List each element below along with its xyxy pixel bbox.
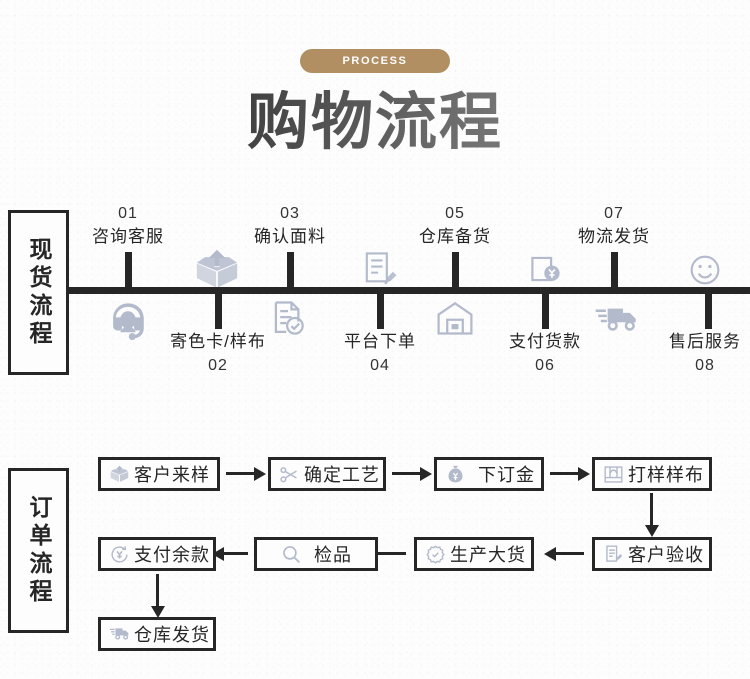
timeline-step-07-label: 物流发货 <box>578 226 650 246</box>
section-label-order-flow-text: 订单流程 <box>26 494 52 607</box>
delivery-truck-icon <box>592 298 642 338</box>
arrow-s6-to-s7 <box>366 546 406 561</box>
timeline-step-03: 03 确认面料 <box>215 203 365 249</box>
order-form-icon <box>358 247 400 293</box>
fabric-swatch-icon <box>602 463 624 485</box>
timeline-step-04-number: 04 <box>370 356 390 374</box>
order-step-customer-acceptance[interactable]: 客户验收 <box>592 537 712 571</box>
order-step-customer-sample[interactable]: 客户来样 <box>98 457 220 491</box>
scissors-icon <box>278 463 300 485</box>
document-pen-icon <box>602 543 624 565</box>
order-step-customer-acceptance-label: 客户验收 <box>628 545 704 565</box>
timeline-step-08: 售后服务 08 <box>630 330 750 376</box>
timeline-tick-04 <box>377 293 384 329</box>
arrow-s5-to-s6 <box>544 546 584 561</box>
timeline-tick-02 <box>215 293 222 329</box>
timeline-step-03-number: 03 <box>280 205 300 222</box>
timeline-step-06: 支付货款 06 <box>470 330 620 376</box>
order-step-pay-balance-label: 支付余款 <box>134 545 210 565</box>
headset-support-icon <box>106 298 150 342</box>
order-step-pay-balance[interactable]: 支付余款 <box>98 537 216 571</box>
section-label-order-flow: 订单流程 <box>8 468 69 633</box>
timeline-step-07: 07 物流发货 <box>539 203 689 249</box>
timeline-step-01: 01 咨询客服 <box>53 203 203 249</box>
open-box-icon <box>192 247 242 291</box>
timeline-step-04-label: 平台下单 <box>344 332 416 351</box>
arrow-s7-to-s8 <box>212 546 248 561</box>
section-label-spot-flow: 现货流程 <box>8 210 69 375</box>
order-step-customer-sample-label: 客户来样 <box>134 465 210 485</box>
arrow-s8-to-s9 <box>150 574 165 618</box>
process-badge: PROCESS <box>300 49 450 73</box>
timeline-step-05-number: 05 <box>445 205 465 222</box>
order-step-mass-production-label: 生产大货 <box>450 545 526 565</box>
page-title: 购物流程 <box>0 90 750 155</box>
smiley-face-icon <box>688 253 722 287</box>
order-step-sample-fabric[interactable]: 打样样布 <box>592 457 712 491</box>
open-box-icon <box>108 463 130 485</box>
timeline-step-02: 寄色卡/样布 02 <box>143 330 293 376</box>
timeline-tick-07 <box>611 252 618 288</box>
order-step-confirm-craft[interactable]: 确定工艺 <box>268 457 386 491</box>
order-step-sample-fabric-label: 打样样布 <box>628 465 704 485</box>
timeline-step-06-label: 支付货款 <box>509 332 581 351</box>
timeline-step-06-number: 06 <box>535 356 555 374</box>
arrow-s2-to-s3 <box>392 466 432 481</box>
timeline-step-02-number: 02 <box>208 356 228 374</box>
money-bag-icon <box>444 463 466 485</box>
timeline-step-08-label: 售后服务 <box>669 332 741 351</box>
timeline-step-07-number: 07 <box>604 205 624 222</box>
timeline-tick-06 <box>542 293 549 329</box>
timeline-step-02-label: 寄色卡/样布 <box>170 332 266 351</box>
order-step-deposit[interactable]: 下订金 <box>434 457 544 491</box>
timeline-axis <box>69 287 750 294</box>
order-step-confirm-craft-label: 确定工艺 <box>304 465 380 485</box>
arrow-s3-to-s4 <box>550 466 590 481</box>
timeline-step-01-number: 01 <box>118 205 138 222</box>
section-label-spot-flow-text: 现货流程 <box>26 236 52 349</box>
timeline-step-08-number: 08 <box>695 356 715 374</box>
timeline-step-01-label: 咨询客服 <box>92 226 164 246</box>
timeline-tick-08 <box>705 293 712 329</box>
document-check-icon <box>268 298 308 338</box>
gear-check-icon <box>424 543 446 565</box>
payment-yuan-icon <box>528 252 564 286</box>
order-step-mass-production[interactable]: 生产大货 <box>414 537 534 571</box>
timeline-tick-03 <box>287 252 294 288</box>
order-step-inspection[interactable]: 检品 <box>254 537 378 571</box>
order-step-deposit-label: 下订金 <box>478 465 535 485</box>
timeline-step-04: 平台下单 04 <box>305 330 455 376</box>
arrow-s4-to-s5 <box>644 493 659 537</box>
timeline-tick-01 <box>125 252 132 288</box>
delivery-truck-icon <box>108 623 130 645</box>
timeline-step-05-label: 仓库备货 <box>419 226 491 246</box>
order-step-warehouse-shipment[interactable]: 仓库发货 <box>98 617 216 651</box>
timeline-step-03-label: 确认面料 <box>254 226 326 246</box>
order-step-warehouse-shipment-label: 仓库发货 <box>134 625 210 645</box>
timeline-step-05: 05 仓库备货 <box>380 203 530 249</box>
timeline-tick-05 <box>452 252 459 288</box>
order-step-inspection-label: 检品 <box>314 545 352 565</box>
magnifier-icon <box>280 543 302 565</box>
refund-yuan-icon <box>108 543 130 565</box>
warehouse-icon <box>434 298 476 338</box>
arrow-s1-to-s2 <box>226 466 266 481</box>
